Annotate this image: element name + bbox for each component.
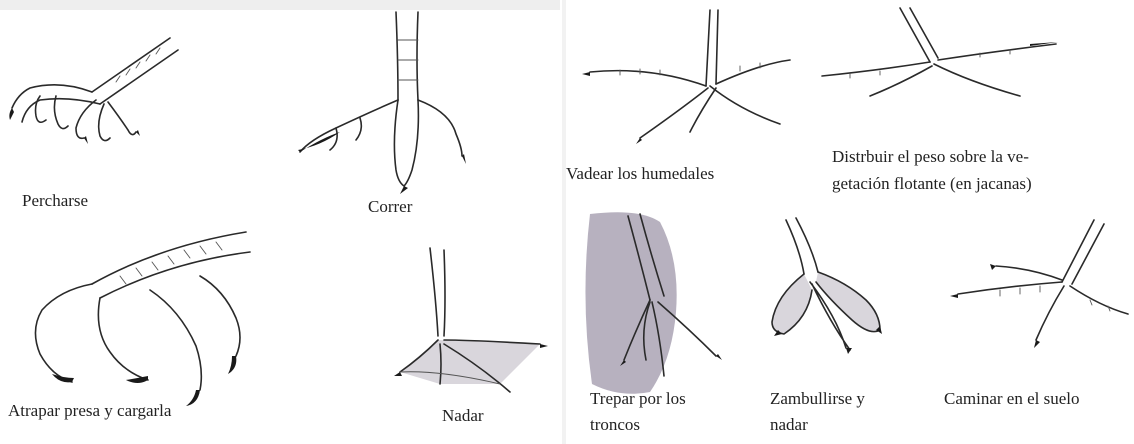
label-vadear: Vadear los humedales [566, 164, 714, 184]
label-distribuir-line1: Distrbuir el peso sobre la ve- [832, 147, 1029, 167]
label-trepar-line1: Trepar por los [590, 389, 686, 409]
swimming-foot-drawing [394, 248, 548, 392]
raptor-foot-drawing [35, 232, 250, 406]
perching-foot-drawing [9, 38, 178, 144]
label-trepar-line2: troncos [590, 415, 640, 435]
label-nadar: Nadar [442, 406, 484, 426]
running-foot-drawing [298, 12, 466, 194]
label-correr: Correr [368, 197, 412, 217]
label-atrapar: Atrapar presa y cargarla [8, 401, 171, 421]
walking-foot-drawing [950, 220, 1128, 348]
label-distribuir-line2: getación flotante (en jacanas) [832, 174, 1032, 194]
wading-foot-drawing [582, 10, 790, 144]
jacana-foot-drawing [822, 8, 1058, 96]
diving-foot-drawing [772, 218, 882, 354]
label-caminar: Caminar en el suelo [944, 389, 1080, 409]
label-zambullirse-line2: nadar [770, 415, 808, 435]
label-percharse: Percharse [22, 191, 88, 211]
label-zambullirse-line1: Zambullirse y [770, 389, 865, 409]
climbing-foot-drawing [585, 212, 722, 394]
